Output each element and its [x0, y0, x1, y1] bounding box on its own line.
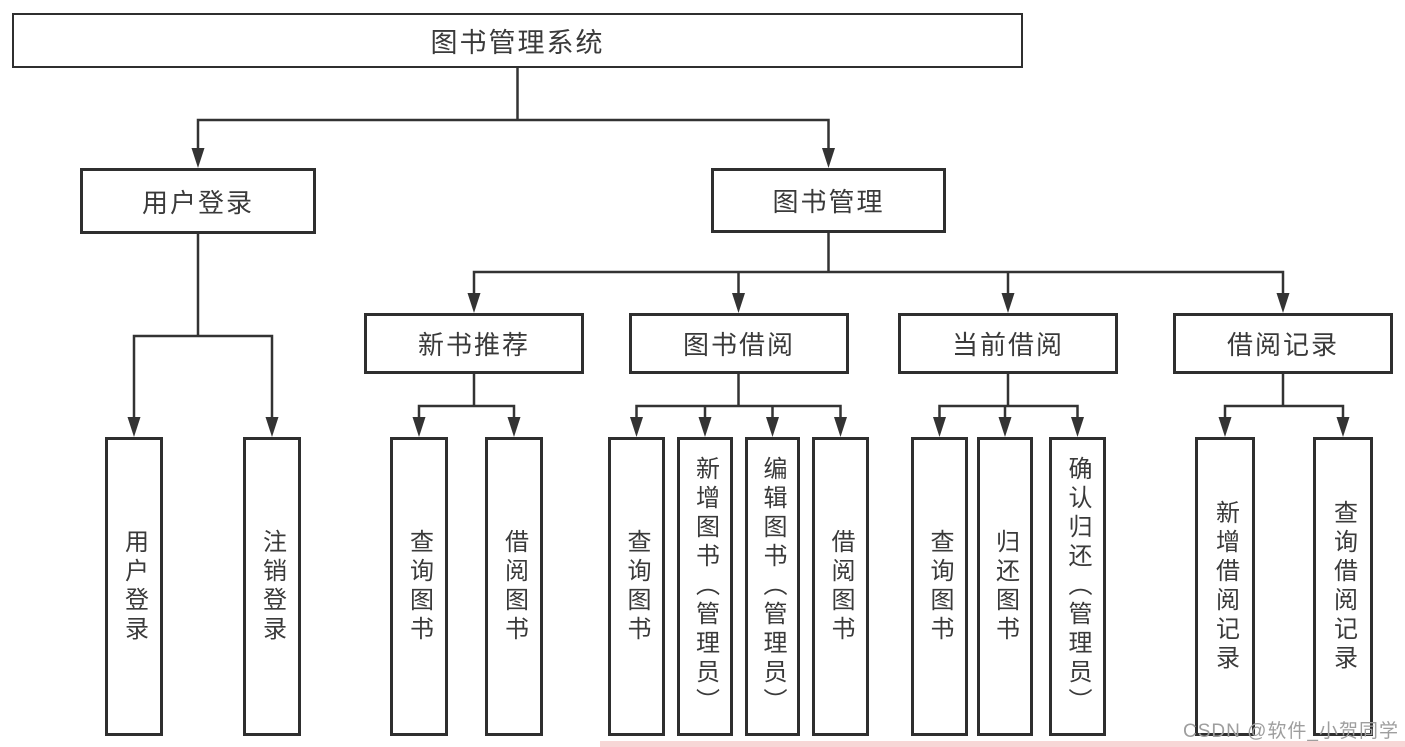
leaf-label: 注销登录 — [258, 528, 286, 645]
node-label: 借阅记录 — [1226, 330, 1339, 360]
node-new-book-recommend: 新书推荐 — [364, 313, 584, 374]
leaf-label: 用户登录 — [120, 528, 148, 645]
node-book-management-system: 图书管理系统 — [12, 13, 1023, 68]
leaf-query-borrow-record: 查询借阅记录 — [1313, 437, 1373, 736]
leaf-label: 借阅图书 — [500, 528, 528, 645]
node-label: 当前借阅 — [951, 330, 1064, 360]
leaf-label: 借阅图书 — [827, 528, 854, 645]
leaf-query-books-recommend: 查询图书 — [390, 437, 448, 736]
node-label: 图书借阅 — [682, 330, 795, 360]
node-book-borrow: 图书借阅 — [629, 313, 849, 374]
leaf-logout: 注销登录 — [243, 437, 301, 736]
leaf-query-books-current: 查询图书 — [911, 437, 968, 736]
bottom-pink-strip — [600, 741, 1405, 747]
leaf-add-book-admin: 新增图书（管理员） — [677, 437, 733, 736]
leaf-label: 查询图书 — [623, 528, 650, 645]
leaf-return-book: 归还图书 — [977, 437, 1033, 736]
node-label: 用户登录 — [141, 187, 254, 218]
leaf-label: 确认归还（管理员） — [1064, 456, 1091, 717]
leaf-label: 查询借阅记录 — [1329, 499, 1357, 674]
leaf-borrow-books: 借阅图书 — [812, 437, 869, 736]
node-user-login: 用户登录 — [80, 168, 316, 234]
leaf-edit-book-admin: 编辑图书（管理员） — [745, 437, 800, 736]
leaf-user-login: 用户登录 — [105, 437, 163, 736]
leaf-label: 新增图书（管理员） — [691, 456, 719, 717]
node-current-borrow: 当前借阅 — [898, 313, 1118, 374]
leaf-query-books-borrow: 查询图书 — [608, 437, 665, 736]
node-borrow-records: 借阅记录 — [1173, 313, 1393, 374]
leaf-add-borrow-record: 新增借阅记录 — [1195, 437, 1255, 736]
leaf-label: 编辑图书（管理员） — [759, 456, 786, 717]
leaf-label: 归还图书 — [991, 528, 1019, 645]
arrowhead-icons — [127, 148, 1350, 437]
node-book-management: 图书管理 — [711, 168, 946, 233]
node-label: 图书管理 — [772, 187, 885, 217]
node-label: 图书管理系统 — [430, 28, 605, 58]
leaf-borrow-books-recommend: 借阅图书 — [485, 437, 543, 736]
node-label: 新书推荐 — [417, 330, 530, 360]
leaf-label: 新增借阅记录 — [1211, 499, 1239, 674]
leaf-label: 查询图书 — [405, 528, 433, 645]
leaf-confirm-return-admin: 确认归还（管理员） — [1049, 437, 1106, 736]
leaf-label: 查询图书 — [926, 528, 953, 645]
csdn-watermark: CSDN @软件_小贺同学 — [1183, 721, 1399, 742]
